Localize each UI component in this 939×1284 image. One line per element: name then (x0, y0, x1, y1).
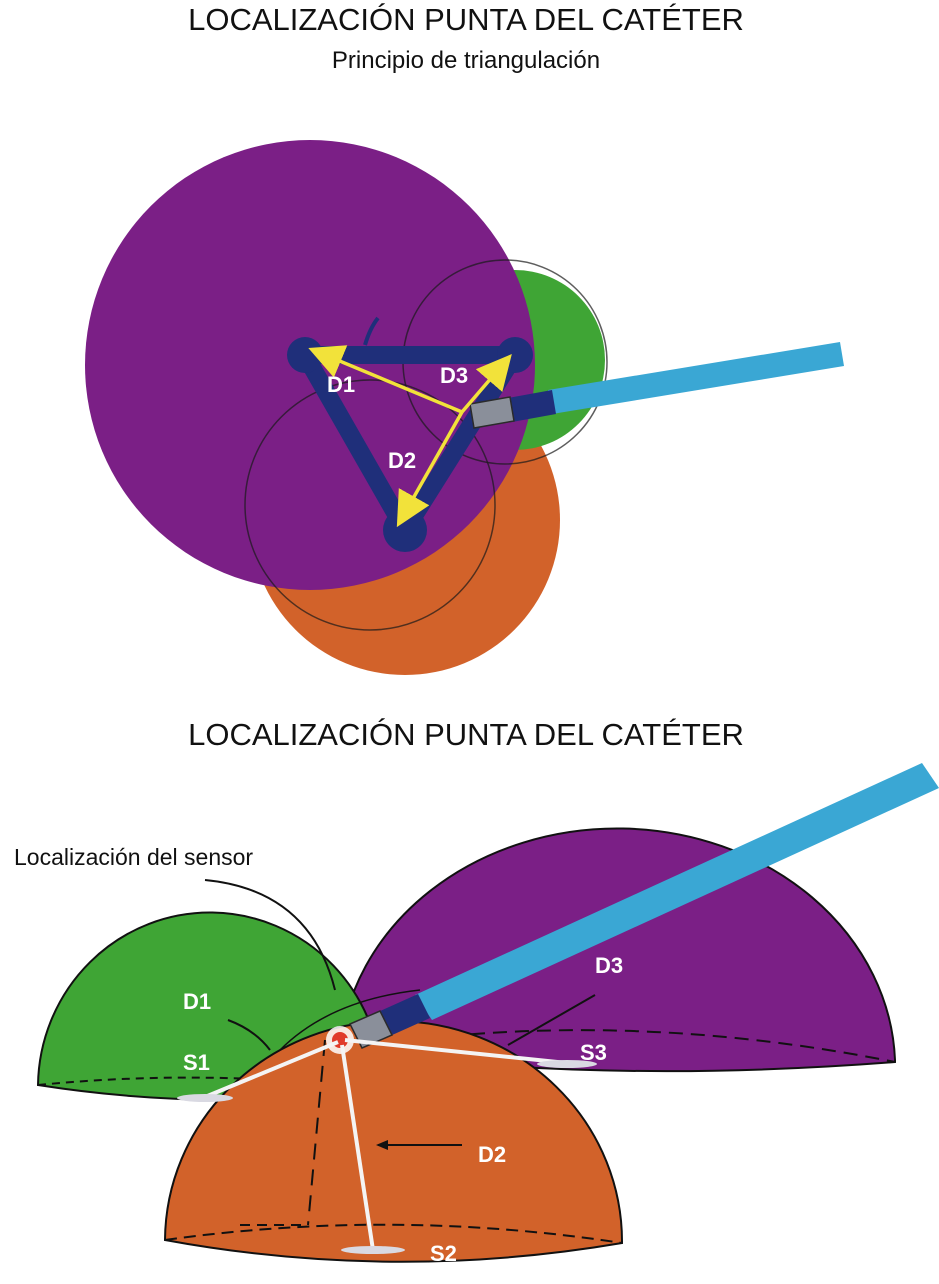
catheter-shaft-top (548, 342, 844, 414)
bottom-title: LOCALIZACIÓN PUNTA DEL CATÉTER (188, 717, 744, 752)
catheter-band-bottom (378, 994, 430, 1036)
arrow-d3 (460, 354, 512, 414)
orange-dome-base-dash (164, 1223, 623, 1244)
ray-s1 (204, 1040, 339, 1099)
sensor-node-1 (287, 337, 323, 373)
sensor-plate-s2 (341, 1246, 405, 1254)
label-d1-top: D1 (327, 372, 355, 397)
sensor-location-annotation: Localización del sensor (14, 844, 253, 870)
label-d2-bottom: D2 (478, 1142, 506, 1167)
construction-arc (204, 879, 336, 991)
catheter-top (469, 342, 844, 429)
top-panel: LOCALIZACIÓN PUNTA DEL CATÉTER Principio… (85, 2, 844, 675)
construction-arc-2 (279, 989, 421, 1051)
label-d2-top: D2 (388, 448, 416, 473)
catheter-bottom (348, 763, 939, 1049)
label-d3-bottom: D3 (595, 953, 623, 978)
ray-s2 (340, 1044, 375, 1251)
top-subtitle: Principio de triangulación (332, 47, 600, 74)
pointer-d2-head (376, 1140, 388, 1150)
sensor-plate-s1 (177, 1094, 233, 1102)
label-s1: S1 (183, 1050, 210, 1075)
pointer-d3 (507, 994, 596, 1046)
catheter-band-top (508, 390, 556, 422)
bottom-panel: LOCALIZACIÓN PUNTA DEL CATÉTER (14, 717, 939, 1266)
triangle-tick (363, 316, 380, 346)
label-s2: S2 (430, 1241, 457, 1266)
label-s3: S3 (580, 1040, 607, 1065)
outline-circle-left (244, 379, 496, 631)
pointer-d1 (227, 1019, 271, 1051)
arrow-d2 (396, 411, 464, 528)
catheter-tip-top (469, 396, 515, 429)
top-title: LOCALIZACIÓN PUNTA DEL CATÉTER (188, 2, 744, 37)
arrow-d1 (308, 345, 463, 414)
label-d3-top: D3 (440, 363, 468, 388)
construction-line-vertical (307, 1039, 326, 1226)
sensor-triangle (297, 346, 524, 539)
sensor-plate-s3 (537, 1060, 597, 1068)
label-d1-bottom: D1 (183, 989, 211, 1014)
catheter-shaft-bottom (415, 763, 939, 1020)
ray-s3 (344, 1038, 568, 1065)
purple-dome (338, 827, 896, 1073)
